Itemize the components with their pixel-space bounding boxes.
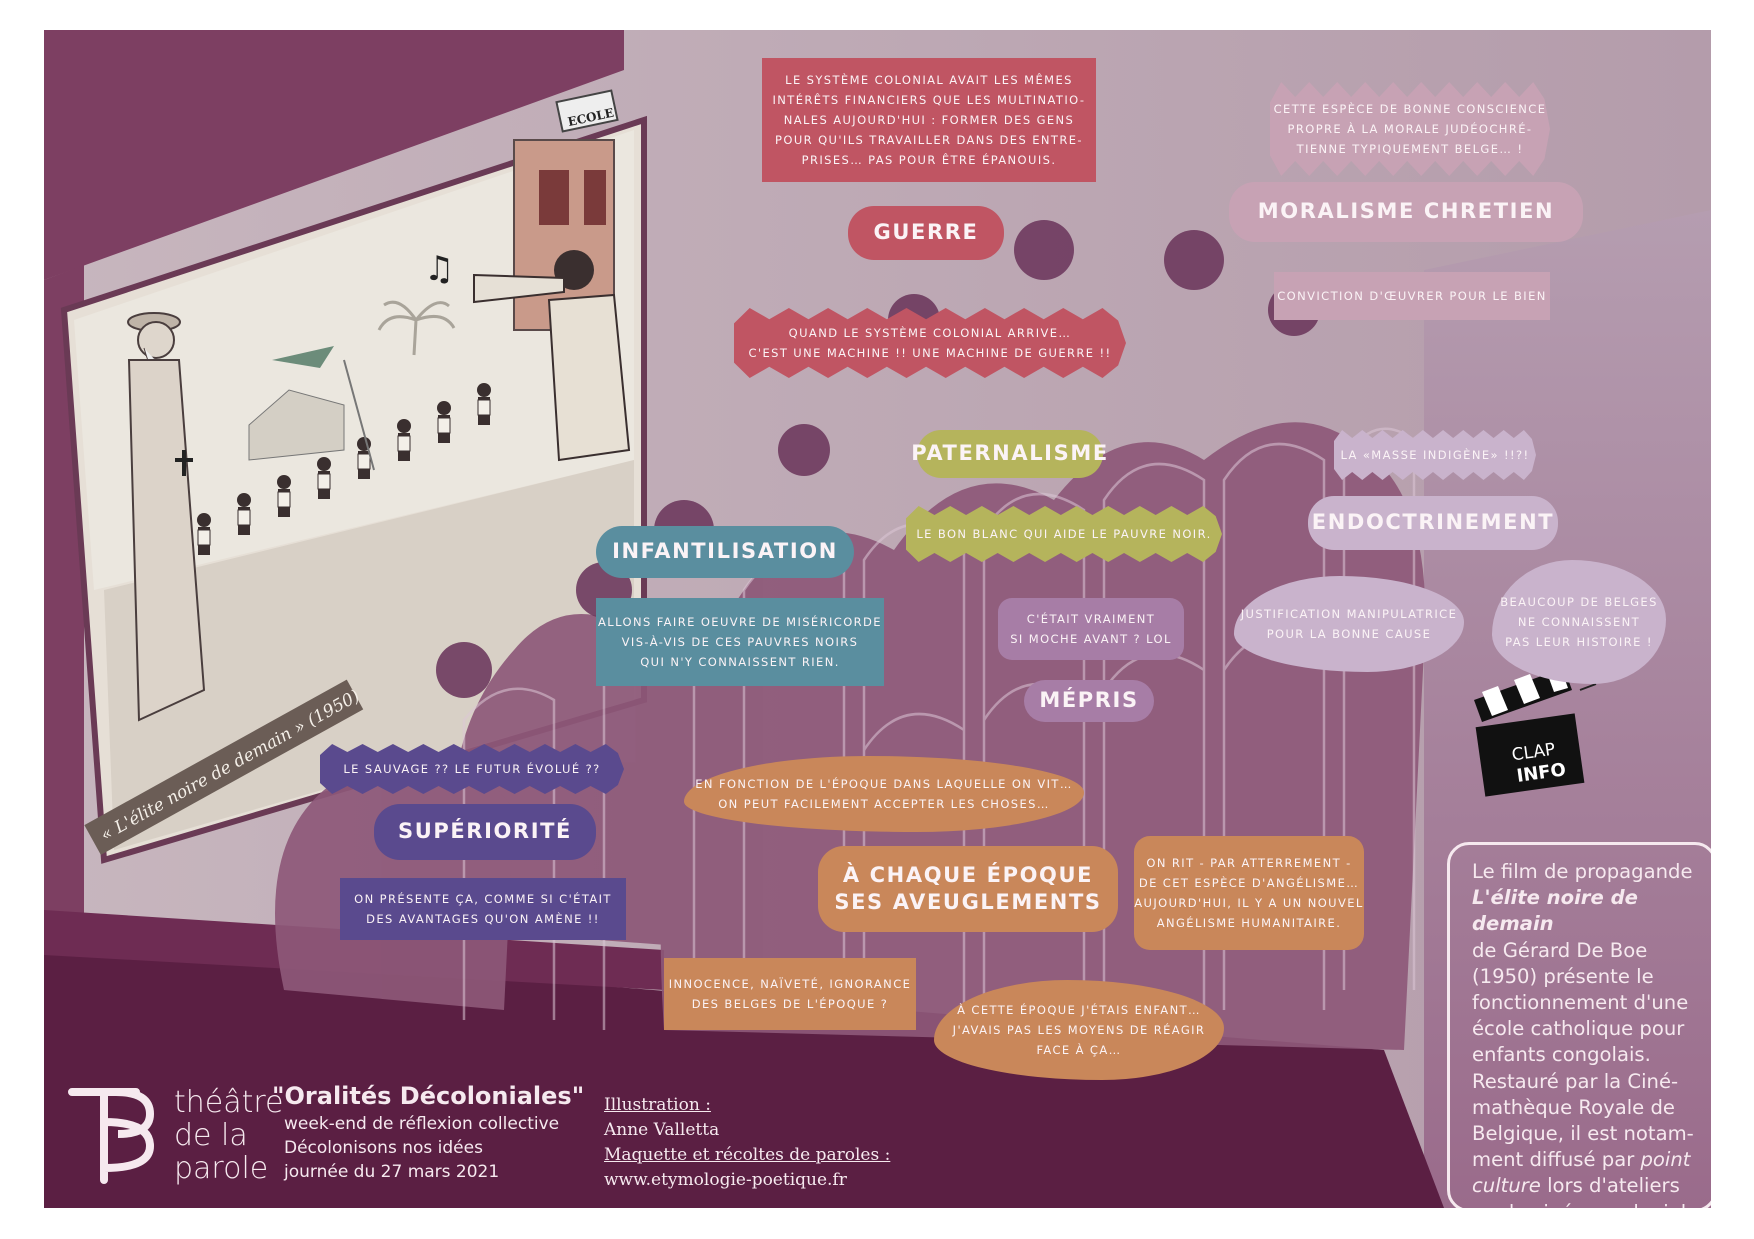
avantages-bubble: On présente ça, comme si c'était des ava… xyxy=(340,878,626,940)
info-line: (1950) présente le xyxy=(1472,964,1654,988)
theatre-logo-icon xyxy=(68,1088,155,1184)
moralisme-tag: MORALISME CHRETIEN xyxy=(1229,182,1583,242)
superiorite-tag: SUPÉRIORITÉ xyxy=(374,804,596,860)
on-rit-bubble: On rit - par atterrement - de cet espèce… xyxy=(1134,836,1364,950)
info-line: école catholique pour xyxy=(1472,1017,1685,1041)
masse-bubble: La «masse indigène» !!?! xyxy=(1334,430,1536,480)
guerre-tag: GUERRE xyxy=(848,206,1004,260)
poster: ♫ « L'élite noire de demain » (1950) ECO… xyxy=(44,30,1711,1208)
endoctrinement-tag: ENDOCTRINEMENT xyxy=(1308,496,1558,550)
info-film-title: L'élite noire de demain xyxy=(1472,886,1638,936)
bon-blanc-bubble: Le bon blanc qui aide le pauvre noir. xyxy=(906,506,1222,562)
belges-histoire-bubble: Beaucoup de Belges ne connaissent pas le… xyxy=(1492,560,1666,684)
info-line: de Gérard De Boe xyxy=(1472,938,1648,962)
website-link[interactable]: www.etymologie-poetique.fr xyxy=(604,1170,847,1190)
event-line-3: journée du 27 mars 2021 xyxy=(284,1162,500,1182)
paternalisme-tag: PATERNALISME xyxy=(911,430,1107,478)
illustrator-name: Anne Valletta xyxy=(604,1120,720,1140)
svg-text:♫: ♫ xyxy=(424,249,454,289)
floor xyxy=(44,940,1444,1208)
info-line: enfants congolais. xyxy=(1472,1043,1651,1067)
epoque-fonction-bubble: En fonction de l'époque dans laquelle on… xyxy=(684,756,1084,832)
guerre-machine-bubble: Quand le système colonial arrive… c'est … xyxy=(734,308,1126,378)
logo-word-de-la: de la xyxy=(174,1118,248,1153)
priest-figure xyxy=(127,312,206,722)
trumpeter-figure xyxy=(473,250,631,462)
conviction-bubble: Conviction d'œuvrer pour le bien xyxy=(1274,272,1550,320)
infantilisation-tag: INFANTILISATION xyxy=(596,526,854,578)
event-line-1: week-end de réflexion collective xyxy=(284,1114,560,1134)
info-line: culture lors d'ateliers xyxy=(1472,1174,1680,1198)
info-line: Belgique, il est notam- xyxy=(1472,1122,1694,1146)
info-box: Le film de propagande L'élite noire de d… xyxy=(1447,842,1711,1208)
logo-word-theatre: théâtre xyxy=(174,1085,284,1120)
logo-word-parole: parole xyxy=(174,1151,269,1186)
info-line: Restauré par la Ciné- xyxy=(1472,1069,1679,1093)
guerre-quote-bubble: Le système colonial avait les mêmes inté… xyxy=(762,58,1096,182)
info-line: mathèque Royale de xyxy=(1472,1095,1675,1119)
justification-bubble: Justification manipulatrice pour la bonn… xyxy=(1234,576,1464,672)
sauvage-bubble: Le sauvage ?? le futur évolué ?? xyxy=(320,744,624,794)
maquette-label: Maquette et récoltes de paroles : xyxy=(604,1145,891,1165)
innocence-bubble: Innocence, naïveté, ignorance des Belges… xyxy=(664,958,916,1030)
info-line: Le film de propagande xyxy=(1472,860,1693,883)
moche-bubble: C'était vraiment si moche avant ? LOL xyxy=(998,598,1184,660)
enfant-bubble: À cette époque j'étais enfant… j'avais p… xyxy=(934,980,1224,1080)
projection-screen: ♫ « L'élite noire de demain » (1950) ECO… xyxy=(60,89,647,864)
event-line-2: Décolonisons nos idées xyxy=(284,1138,483,1158)
event-title: "Oralités Décoloniales" xyxy=(272,1082,585,1110)
mepris-tag: MÉPRIS xyxy=(1024,680,1154,722)
left-wall xyxy=(44,30,624,280)
info-line: sur le cinéma colonial. xyxy=(1472,1200,1698,1208)
info-line: ment diffusé par point xyxy=(1472,1148,1691,1172)
info-line: fonctionnement d'une xyxy=(1472,991,1689,1015)
conscience-bubble: Cette espèce de bonne conscience propre … xyxy=(1270,82,1550,176)
misericorde-bubble: Allons faire oeuvre de miséricorde vis-à… xyxy=(596,598,884,686)
illustration-label: Illustration : xyxy=(604,1095,711,1115)
chaque-epoque-tag: À CHAQUE ÉPOQUE SES AVEUGLEMENTS xyxy=(818,846,1118,932)
